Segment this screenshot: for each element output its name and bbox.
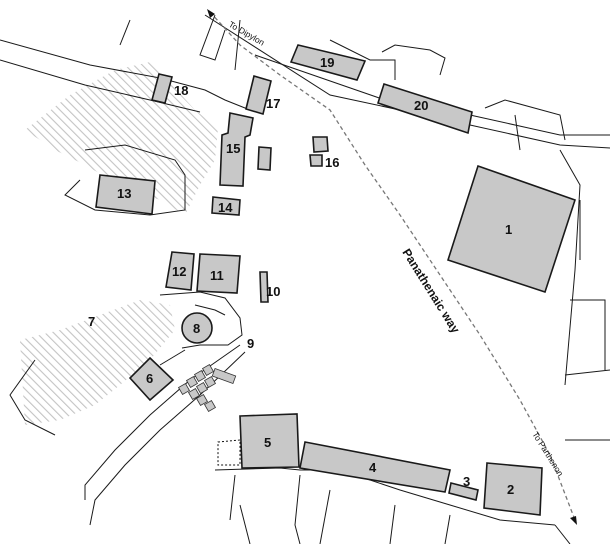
hatched-area-upper xyxy=(25,62,218,215)
building-5-annex xyxy=(217,439,241,466)
label-10: 10 xyxy=(266,284,280,299)
label-19: 19 xyxy=(320,55,334,70)
ruined-blocks xyxy=(177,363,237,413)
label-4: 4 xyxy=(369,460,377,475)
building-8 xyxy=(181,312,213,344)
label-7: 7 xyxy=(88,314,95,329)
label-3: 3 xyxy=(463,474,470,489)
building-14 xyxy=(211,196,241,216)
building-20 xyxy=(377,82,473,135)
building-10 xyxy=(259,271,269,303)
building-12 xyxy=(165,251,195,291)
building-16b xyxy=(309,154,323,167)
label-17: 17 xyxy=(266,96,280,111)
building-1 xyxy=(446,164,577,294)
label-15: 15 xyxy=(226,141,240,156)
building-13 xyxy=(95,174,156,215)
building-2 xyxy=(483,462,543,516)
arrow-down-icon xyxy=(570,516,577,525)
label-9: 9 xyxy=(247,336,254,351)
building-3 xyxy=(448,482,479,501)
label-2: 2 xyxy=(507,482,514,497)
building-labels: 1 2 3 4 5 6 7 8 9 10 11 12 13 14 15 16 1… xyxy=(88,55,514,497)
building-16a xyxy=(312,136,329,153)
label-13: 13 xyxy=(117,186,131,201)
hatched-area-lower xyxy=(20,300,175,425)
building-5 xyxy=(239,413,300,469)
building-6 xyxy=(128,356,175,402)
building-15-side xyxy=(257,146,272,171)
building-15 xyxy=(219,112,254,187)
buildings xyxy=(95,44,577,516)
label-12: 12 xyxy=(172,264,186,279)
building-17 xyxy=(245,74,272,116)
label-14: 14 xyxy=(218,200,233,215)
panathenaic-way-path xyxy=(207,9,577,525)
building-4 xyxy=(299,441,451,493)
label-1: 1 xyxy=(505,222,512,237)
hatched-areas xyxy=(20,62,218,425)
building-11 xyxy=(196,253,241,294)
building-19 xyxy=(289,44,367,81)
label-11: 11 xyxy=(210,268,224,283)
label-6: 6 xyxy=(146,371,153,386)
arrow-up-icon xyxy=(207,9,215,18)
label-16: 16 xyxy=(325,155,339,170)
label-8: 8 xyxy=(193,321,200,336)
label-5: 5 xyxy=(264,435,271,450)
label-18: 18 xyxy=(174,83,188,98)
building-18 xyxy=(151,73,173,104)
label-20: 20 xyxy=(414,98,428,113)
